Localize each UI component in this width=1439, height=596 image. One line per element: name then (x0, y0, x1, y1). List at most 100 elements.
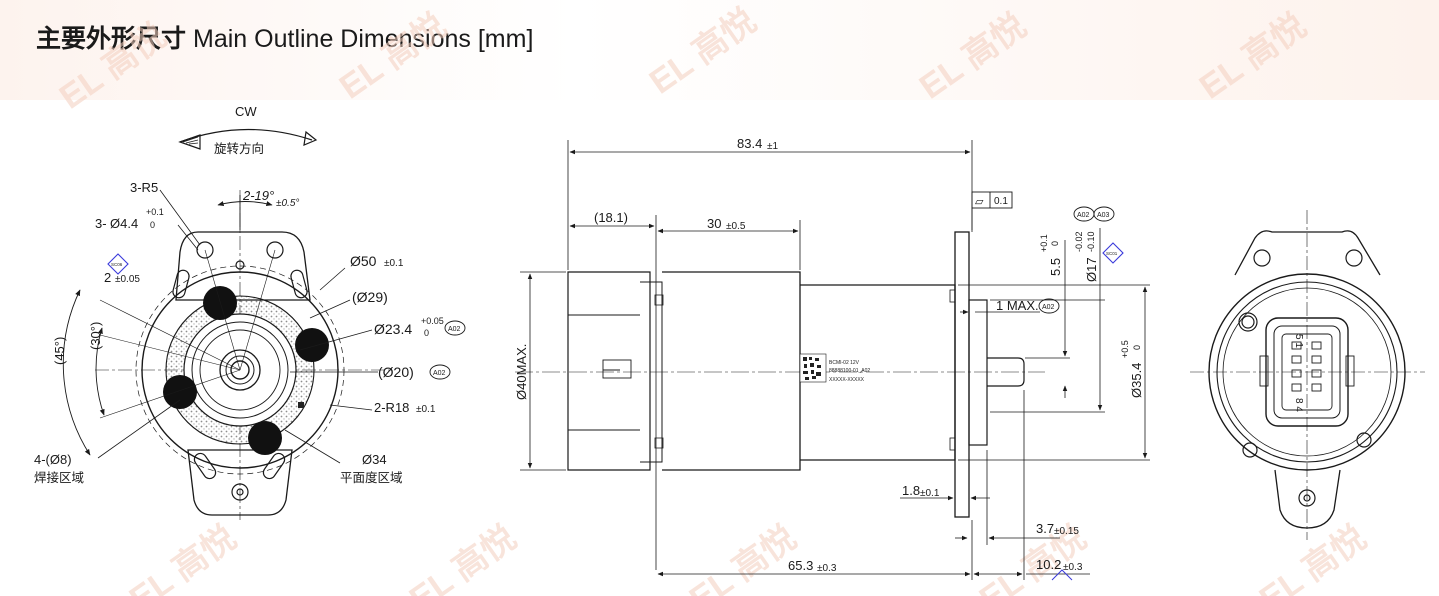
label-r18-tol: ±0.1 (416, 404, 436, 415)
label-d34: Ø34 (362, 452, 387, 467)
label-d23-tol-dn: 0 (424, 328, 429, 338)
ref-a02: A02 (433, 370, 446, 377)
ref-a02: A02 (1077, 212, 1090, 219)
connector-pins (1291, 341, 1322, 392)
label-d18b-tol: ±0.1 (920, 488, 940, 499)
product-label: BCMI-02 12V 88888100-01_A02 XXXXX-XXXXX (829, 360, 870, 383)
weld-zone (295, 328, 329, 362)
label-d37: 3.7 (1036, 521, 1054, 536)
label-angle: 2-19° (242, 188, 274, 203)
label-d55: 5.5 (1048, 258, 1063, 276)
watermark: EL 高悦 (53, 16, 173, 116)
badge-sc06: SC06 (107, 253, 129, 275)
label-hole: Ø4.4 (110, 216, 138, 231)
rotation-label: CW (235, 104, 257, 119)
label-d653-tol: ±0.3 (817, 563, 837, 574)
front-flange-outline (175, 231, 311, 301)
header-band (0, 0, 1439, 100)
watermark: EL 高悦 (403, 518, 523, 596)
side-shaft (987, 357, 1025, 387)
label-d18: (18.1) (594, 210, 628, 225)
label-d102: 10.2 (1036, 557, 1061, 572)
watermark: EL 高悦 (1253, 518, 1373, 596)
label-flat-cn: 平面度区域 (340, 470, 403, 485)
label-d55-tol-dn: 0 (1050, 241, 1060, 246)
side-view-labels: 83.4 ±1 (18.1) 30 ±0.5 ▱ 0.1 A02 A03 A02… (514, 136, 1144, 574)
label-d17-tol-dn: -0.10 (1086, 231, 1096, 252)
label-hole-tol-up: +0.1 (146, 207, 164, 217)
label-overall-tol: ±1 (767, 141, 778, 152)
label-d30: 30 (707, 216, 721, 231)
front-view: CW 旋转方向 (62, 104, 395, 520)
flatness-symbol: ▱ (975, 196, 984, 208)
rotation-direction-arrow-icon (178, 128, 318, 150)
label-max1: 1 MAX. (996, 298, 1039, 313)
label-d50: Ø50 (350, 253, 377, 269)
label-d17: Ø17 (1084, 257, 1099, 282)
label-a30: (30°) (88, 322, 103, 350)
label-d40: Ø40MAX. (514, 344, 529, 400)
label-d354: Ø35.4 (1129, 363, 1144, 398)
side-view (515, 231, 1045, 518)
label-d30-tol: ±0.5 (726, 221, 746, 232)
page-title-en: Main Outline Dimensions [mm] (193, 25, 534, 53)
product-label-line1: BCMI-02 12V (829, 360, 860, 366)
label-d17-tol-up: -0.02 (1074, 231, 1084, 252)
label-overall: 83.4 (737, 136, 762, 151)
label-d653: 65.3 (788, 558, 813, 573)
connector-view (1190, 210, 1425, 540)
watermark: EL 高悦 (1193, 6, 1313, 106)
label-d102-tol: ±0.3 (1063, 562, 1083, 573)
badge-sc06-label: SC06 (111, 262, 123, 267)
label-r5: 3-R5 (130, 180, 158, 195)
mount-hole (231, 483, 249, 501)
mount-hole (196, 241, 214, 259)
label-pos-tol: ±0.05 (115, 274, 140, 285)
watermark: EL 高悦 (643, 1, 763, 101)
watermark: EL 高悦 (333, 6, 453, 106)
mount-hole (266, 241, 284, 259)
label-hole-prefix: 3- (95, 216, 107, 231)
weld-zone (163, 375, 197, 409)
label-r18: 2-R18 (374, 400, 409, 415)
side-motor-can (662, 271, 801, 471)
label-a45: (45°) (52, 337, 67, 365)
pin-label-bottom: 8 4 (1293, 398, 1304, 412)
datamatrix-code (803, 357, 821, 380)
page-title-cn: 主要外形尺寸 (36, 24, 187, 53)
label-d23-tol-up: +0.05 (421, 316, 444, 326)
connector-body (1208, 273, 1406, 471)
label-d18b: 1.8 (902, 483, 920, 498)
ref-a03: A03 (1097, 212, 1110, 219)
connector-shroud (1265, 317, 1349, 427)
label-weld: 4-(Ø8) (34, 452, 72, 467)
label-d29: (Ø29) (352, 289, 388, 305)
badge-sc01: SC01 (1102, 242, 1124, 264)
label-d55-tol-up: +0.1 (1039, 234, 1049, 252)
label-d23: Ø23.4 (374, 321, 412, 337)
pin-label-top: 5 1 (1293, 334, 1304, 348)
label-d50-tol: ±0.1 (384, 258, 404, 269)
ref-circles-front (429, 320, 466, 380)
weld-zone (248, 421, 282, 455)
product-label-line2: 88888100-01_A02 (829, 368, 870, 374)
watermark: EL 高悦 (123, 518, 243, 596)
badge-sc01-label: SC01 (1106, 251, 1118, 256)
weld-zone (203, 286, 237, 320)
label-d20: (Ø20) (378, 364, 414, 380)
connector-pin-labels: 5 1 8 4 (1293, 334, 1304, 412)
side-flange (954, 231, 970, 518)
label-d37-tol: ±0.15 (1054, 526, 1079, 537)
ref-a02: A02 (1042, 304, 1055, 311)
flatness-value: 0.1 (994, 196, 1008, 207)
label-weld-cn: 焊接区域 (34, 470, 84, 485)
watermark: EL 高悦 (913, 6, 1033, 106)
label-d354-tol-dn: 0 (1132, 345, 1142, 350)
ref-a02: A02 (448, 326, 461, 333)
watermark: EL 高悦 (683, 518, 803, 596)
label-hole-tol-dn: 0 (150, 220, 155, 230)
product-label-line3: XXXXX-XXXXX (829, 377, 865, 383)
ref-circles-side (1038, 206, 1115, 314)
front-view-labels: 3-R5 3- Ø4.4 +0.1 0 2-19° ±0.5° 2 ±0.05 … (34, 180, 444, 485)
